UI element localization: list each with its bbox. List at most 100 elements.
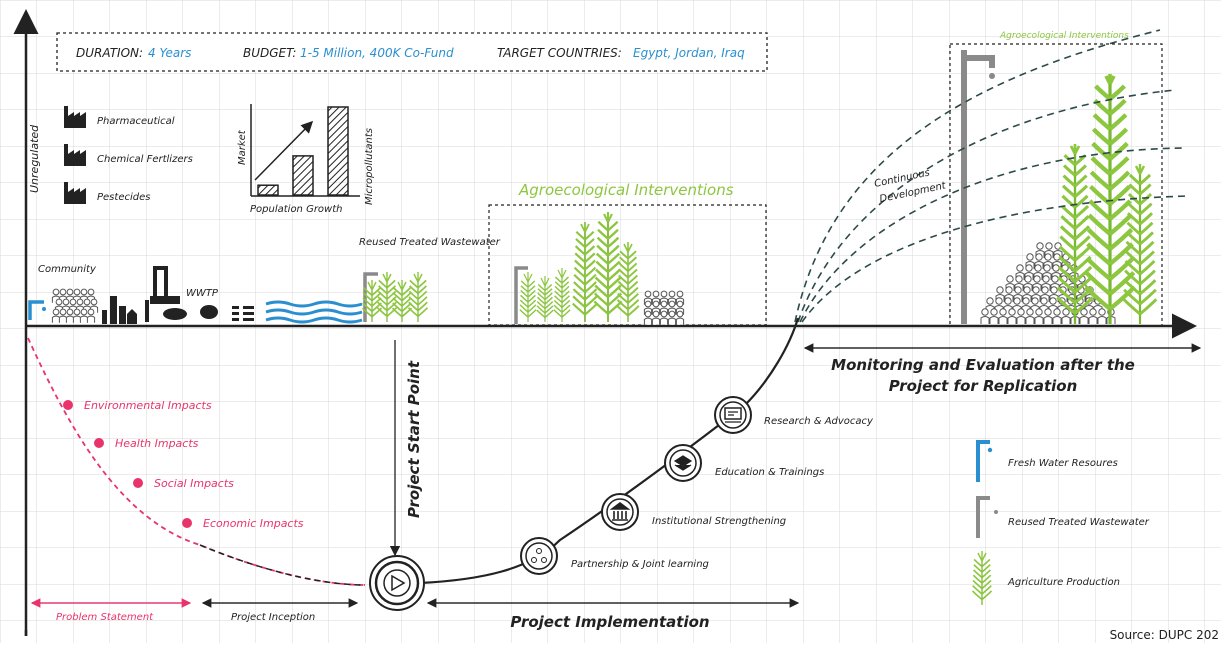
impact-item: Environmental Impacts xyxy=(63,399,212,412)
person-icon xyxy=(65,308,75,323)
people-middle-icon xyxy=(643,290,685,325)
target-label: TARGET COUNTRIES: xyxy=(497,46,622,60)
person-icon xyxy=(643,310,653,325)
industry-item: Pharmaceutical xyxy=(64,106,175,128)
impact-dot xyxy=(133,478,143,488)
person-icon xyxy=(1097,308,1107,324)
mini-chart-bar xyxy=(292,155,314,196)
source-note: Source: DUPC 202 xyxy=(1110,628,1219,642)
person-icon xyxy=(1088,308,1098,324)
fresh-water-legend-icon xyxy=(976,440,990,482)
mini-chart-xlabel: Population Growth xyxy=(250,204,343,215)
mini-chart-bar xyxy=(327,106,349,196)
person-icon xyxy=(79,308,89,323)
fresh-water-tap-icon xyxy=(28,300,46,320)
reused-water-legend-icon xyxy=(976,496,990,538)
person-icon xyxy=(1034,308,1044,324)
community-people-icon xyxy=(51,288,99,323)
legend: Fresh Water Resoures Reused Treated Wast… xyxy=(971,440,1150,605)
person-icon xyxy=(86,308,96,323)
unregulated-label: Unregulated xyxy=(28,124,41,193)
education-icon xyxy=(664,444,702,482)
wwtp-plant-icon xyxy=(145,266,254,322)
step-label: Partnership & Joint learning xyxy=(571,559,709,570)
person-icon xyxy=(980,308,990,324)
wwtp-label: WWTP xyxy=(186,288,219,299)
plant-icon xyxy=(571,222,599,322)
water-waves xyxy=(265,300,363,324)
person-icon xyxy=(1079,308,1089,324)
impact-label: Health Impacts xyxy=(115,437,199,450)
implementation-curve xyxy=(419,317,800,585)
agro-box-right xyxy=(949,43,1163,327)
reused-water-tap-middle-icon xyxy=(514,266,528,324)
person-icon xyxy=(1025,308,1035,324)
impact-label: Economic Impacts xyxy=(203,517,304,530)
impacts-curve xyxy=(27,337,366,586)
plant-icon xyxy=(1056,144,1094,324)
person-icon xyxy=(1061,308,1071,324)
impact-dot xyxy=(94,438,104,448)
mini-chart-ylabel: Market xyxy=(237,129,248,165)
project-inception-label: Project Inception xyxy=(231,612,315,623)
agro-middle-title: Agroecological Interventions xyxy=(518,181,734,199)
plant-icon xyxy=(616,242,640,322)
person-icon xyxy=(1030,297,1040,313)
person-icon xyxy=(675,310,685,325)
play-start-icon xyxy=(369,555,425,611)
mini-chart-right-label: Micropollutants xyxy=(364,128,375,205)
plant-icon xyxy=(971,551,993,605)
step-label: Research & Advocacy xyxy=(764,416,874,427)
person-icon xyxy=(1052,308,1062,324)
agriculture-legend-icon xyxy=(971,551,993,605)
monitoring-title-line1: Monitoring and Evaluation after the xyxy=(831,356,1135,374)
target-value: Egypt, Jordan, Iraq xyxy=(633,46,745,60)
plant-icon xyxy=(376,272,398,322)
people-crowd-right-icon xyxy=(980,242,1116,324)
implementation-step: Institutional Strengthening xyxy=(601,493,786,531)
plant-icon xyxy=(553,268,571,322)
implementation-step: Education & Trainings xyxy=(664,444,824,482)
plant-icon xyxy=(593,212,623,322)
person-icon xyxy=(1016,308,1026,324)
development-curves xyxy=(794,29,1191,323)
factory-icon xyxy=(64,182,86,204)
implementation-steps: Partnership & Joint learning Institutiona… xyxy=(520,396,874,575)
buildings-icon xyxy=(102,296,137,324)
person-icon xyxy=(651,310,661,325)
person-icon xyxy=(58,308,68,323)
factory-icon xyxy=(64,144,86,166)
person-icon xyxy=(994,297,1004,313)
community-label: Community xyxy=(38,264,97,275)
plant-icon xyxy=(519,272,537,322)
plant-icon xyxy=(391,280,413,322)
impact-item: Economic Impacts xyxy=(182,517,304,530)
institution-icon xyxy=(601,493,639,531)
reused-water-pole-icon xyxy=(961,50,995,324)
legend-fresh-water: Fresh Water Resoures xyxy=(1008,458,1118,469)
industry-item: Chemical Fertlizers xyxy=(64,144,193,166)
legend-reused-water: Reused Treated Wastewater xyxy=(1008,517,1150,528)
project-implementation-label: Project Implementation xyxy=(510,613,709,631)
person-icon xyxy=(998,308,1008,324)
monitoring-title-line2: Project for Replication xyxy=(889,377,1078,395)
step-label: Institutional Strengthening xyxy=(652,516,786,527)
impact-item: Health Impacts xyxy=(94,437,199,450)
person-icon xyxy=(659,310,669,325)
industry-label: Pestecides xyxy=(97,192,150,203)
factory-icon xyxy=(64,106,86,128)
plant-icon xyxy=(407,272,429,322)
budget-value: 1-5 Million, 400K Co-Fund xyxy=(300,46,454,60)
legend-agriculture: Agriculture Production xyxy=(1007,577,1120,588)
impact-label: Social Impacts xyxy=(154,477,234,490)
plant-icon xyxy=(1083,74,1137,324)
impact-label: Environmental Impacts xyxy=(84,399,212,412)
agro-box-middle xyxy=(488,204,767,326)
duration-value: 4 Years xyxy=(148,46,191,60)
impact-dot xyxy=(63,400,73,410)
impact-item: Social Impacts xyxy=(133,477,234,490)
